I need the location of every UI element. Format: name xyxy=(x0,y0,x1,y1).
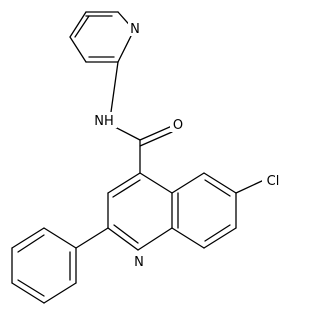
amide-nh-label: NH xyxy=(94,114,114,129)
bond xyxy=(203,227,237,249)
chlorine-label: Cl xyxy=(267,174,280,189)
bond xyxy=(204,179,231,197)
bond xyxy=(107,227,139,251)
bond xyxy=(43,282,77,304)
bond xyxy=(11,227,45,249)
chemical-structure-diagram: N NH O Cl N xyxy=(11,11,284,304)
carbonyl-oxygen-label: O xyxy=(173,118,183,133)
bond xyxy=(139,131,173,147)
bond xyxy=(171,172,205,194)
bond xyxy=(171,227,205,249)
bond xyxy=(113,224,139,244)
bond xyxy=(69,11,87,38)
pyridine-nitrogen-label: N xyxy=(130,22,140,37)
bond xyxy=(43,227,77,249)
bond xyxy=(110,61,119,113)
bond xyxy=(204,224,231,242)
bond xyxy=(17,234,45,253)
bond xyxy=(139,125,173,141)
bond-layer xyxy=(11,11,265,304)
bond xyxy=(17,279,45,297)
bond xyxy=(11,282,45,304)
bond xyxy=(69,36,87,63)
bond xyxy=(203,172,237,194)
bond xyxy=(75,227,109,249)
bond xyxy=(107,172,141,194)
bond xyxy=(74,15,90,38)
bond xyxy=(112,179,141,198)
bond xyxy=(139,172,173,194)
quinoline-nitrogen-label: N xyxy=(134,255,144,270)
bond xyxy=(137,227,173,251)
bond xyxy=(235,179,265,194)
atom-label-layer: N NH O Cl N xyxy=(91,20,284,270)
